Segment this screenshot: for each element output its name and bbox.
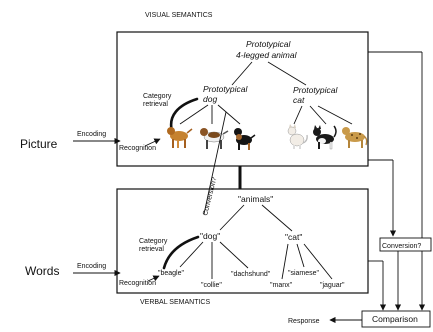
picture-label: Picture [20, 137, 58, 151]
verbal-semantics-title: VERBAL SEMANTICS [140, 299, 210, 306]
link-animal-dog [231, 61, 253, 86]
recognition-label-bottom: Recognition [119, 280, 156, 287]
conversion-box-label: Conversion? [382, 243, 421, 250]
beagle-node: "beagle" [158, 270, 185, 277]
dachshund-node: "dachshund" [231, 271, 271, 278]
category-retrieval-curve-bottom [162, 235, 200, 270]
link-dog-icon3 [217, 104, 241, 125]
jaguar-icon [342, 127, 368, 148]
words-label: Words [25, 264, 59, 278]
beagle-icon [167, 127, 193, 148]
link-animal-cat [267, 61, 307, 86]
comparison-box [361, 310, 431, 328]
comparison-label: Comparison [372, 314, 418, 324]
prototypical-dog-node: Prototypical dog [203, 84, 250, 104]
encoding-label-bottom: Encoding [77, 263, 106, 270]
animals-node: "animals" [238, 194, 273, 204]
collie-node: "collie" [201, 282, 222, 289]
cat-node: "cat" [285, 232, 302, 242]
conversion-diagonal-line [203, 111, 227, 215]
link-dog-dachshund [219, 241, 249, 269]
encoding-label-top: Encoding [77, 131, 106, 138]
black-dog-icon [234, 128, 256, 150]
recognition-arrow-bottom [147, 275, 160, 282]
prototypical-animal-node: Prototypical 4-legged animal [236, 39, 298, 60]
recognition-label-top: Recognition [119, 145, 156, 152]
link-cat-icon2 [309, 105, 327, 125]
manx-node: "manx" [270, 282, 293, 289]
white-cat-icon [287, 124, 308, 149]
siamese-node: "siamese" [288, 270, 320, 277]
jaguar-node: "jaguar" [320, 282, 345, 289]
black-white-cat-icon [313, 125, 337, 150]
link-cat-manx [281, 243, 289, 280]
visual-semantics-box [116, 31, 369, 167]
conversion-diagonal-label: Conversion? [202, 177, 218, 217]
verbal-semantics-box [116, 188, 369, 294]
link-animals-cat [261, 204, 293, 232]
link-cat-jaguar [303, 243, 333, 280]
link-cat-icon3 [317, 105, 353, 125]
hound-icon [200, 128, 229, 149]
conversion-box [379, 237, 432, 252]
prototypical-cat-node: Prototypical cat [293, 85, 340, 105]
link-dog-beagle [179, 241, 204, 268]
dog-node: "dog" [200, 231, 220, 241]
link-animals-dog [219, 204, 245, 231]
response-label: Response [288, 318, 320, 325]
link-cat-siamese [296, 243, 305, 268]
visual-semantics-title: VISUAL SEMANTICS [145, 12, 213, 19]
recognition-arrow-top [144, 138, 161, 147]
link-dog-icon1 [179, 104, 209, 125]
category-retrieval-label-top: Category retrieval [143, 93, 173, 108]
link-cat-icon1 [293, 105, 303, 125]
category-retrieval-label-bottom: Category retrieval [139, 238, 169, 253]
